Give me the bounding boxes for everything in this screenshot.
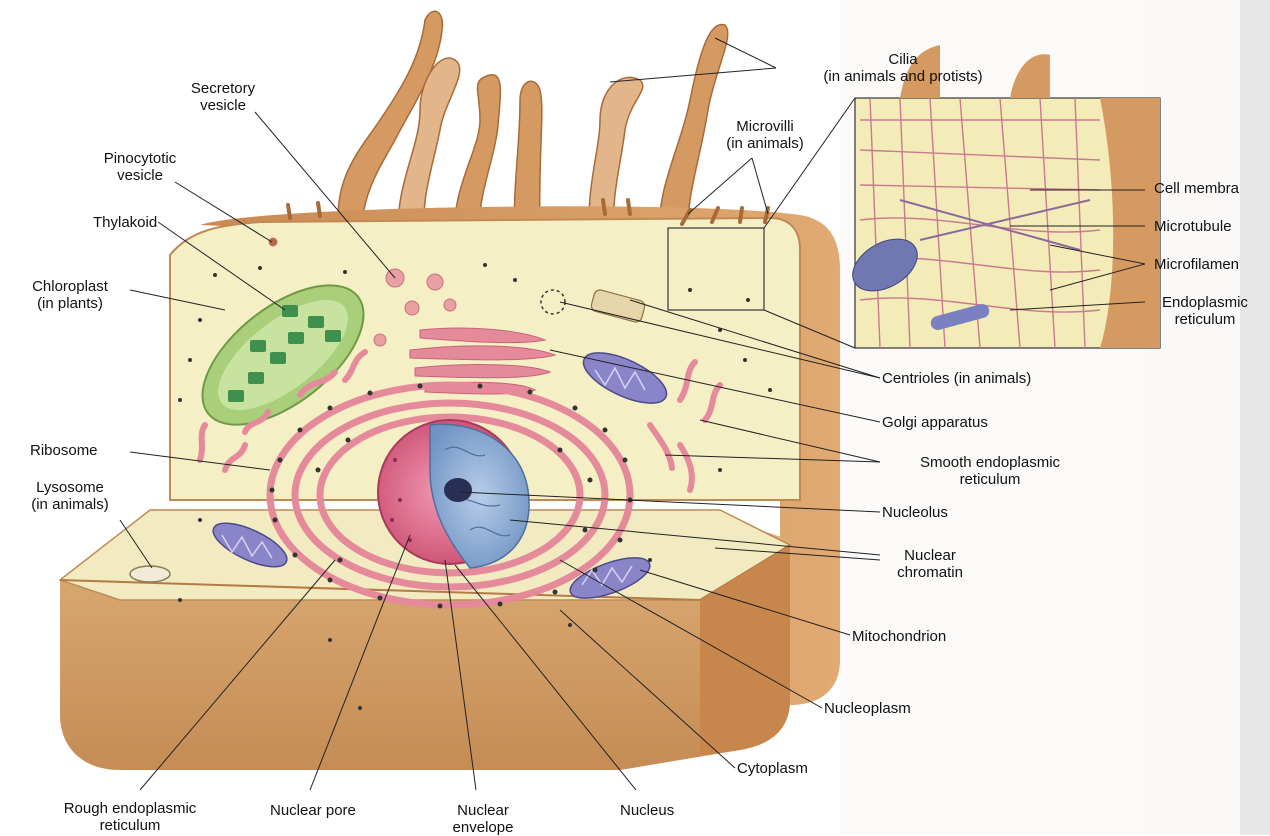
label-cell-membrane: Cell membra xyxy=(1154,180,1239,197)
label-microfilament: Microfilamen xyxy=(1154,256,1239,273)
label-chloroplast: Chloroplast(in plants) xyxy=(10,278,130,312)
label-cilia: Cilia(in animals and protists) xyxy=(773,51,1033,85)
label-nucleolus: Nucleolus xyxy=(882,504,948,521)
label-mitochondrion: Mitochondrion xyxy=(852,628,946,645)
label-golgi-apparatus: Golgi apparatus xyxy=(882,414,988,431)
label-ribosome: Ribosome xyxy=(30,442,98,459)
label-nuclear-pore: Nuclear pore xyxy=(270,802,356,819)
label-microtubule: Microtubule xyxy=(1154,218,1232,235)
lysosome xyxy=(130,566,170,582)
label-lysosome: Lysosome(in animals) xyxy=(15,479,125,513)
label-cytoplasm: Cytoplasm xyxy=(737,760,808,777)
label-nucleoplasm: Nucleoplasm xyxy=(824,700,911,717)
label-microvilli: Microvilli(in animals) xyxy=(700,118,830,152)
label-centrioles: Centrioles (in animals) xyxy=(882,370,1031,387)
label-nucleus: Nucleus xyxy=(620,802,674,819)
label-thylakoid: Thylakoid xyxy=(93,214,157,231)
cilia xyxy=(338,11,728,240)
